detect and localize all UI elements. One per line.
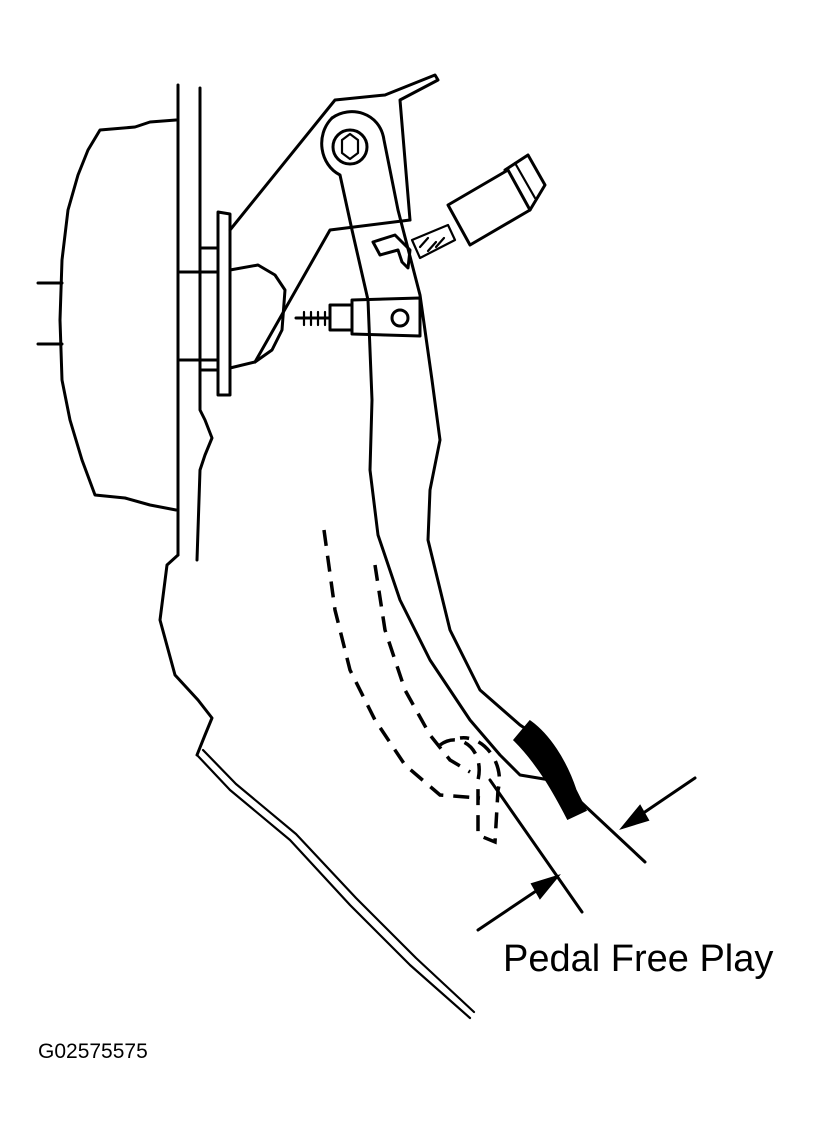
pedal-pad	[512, 719, 588, 820]
firewall	[158, 83, 214, 757]
pedal-free-play-label: Pedal Free Play	[503, 938, 774, 980]
free-play-dimension	[476, 776, 697, 932]
figure-id-label: G02575575	[38, 1040, 148, 1063]
pedal-bracket	[228, 73, 440, 364]
pedal-arm	[320, 110, 552, 782]
stop-lamp-switch	[371, 153, 547, 270]
floor-panel	[195, 748, 476, 1020]
brake-booster	[36, 118, 178, 512]
arrow-head-lower	[530, 874, 561, 900]
pushrod-clevis	[294, 296, 422, 338]
arrow-head-upper	[619, 804, 650, 830]
booster-mount	[178, 210, 287, 397]
pedal-depressed-outline	[322, 529, 502, 845]
